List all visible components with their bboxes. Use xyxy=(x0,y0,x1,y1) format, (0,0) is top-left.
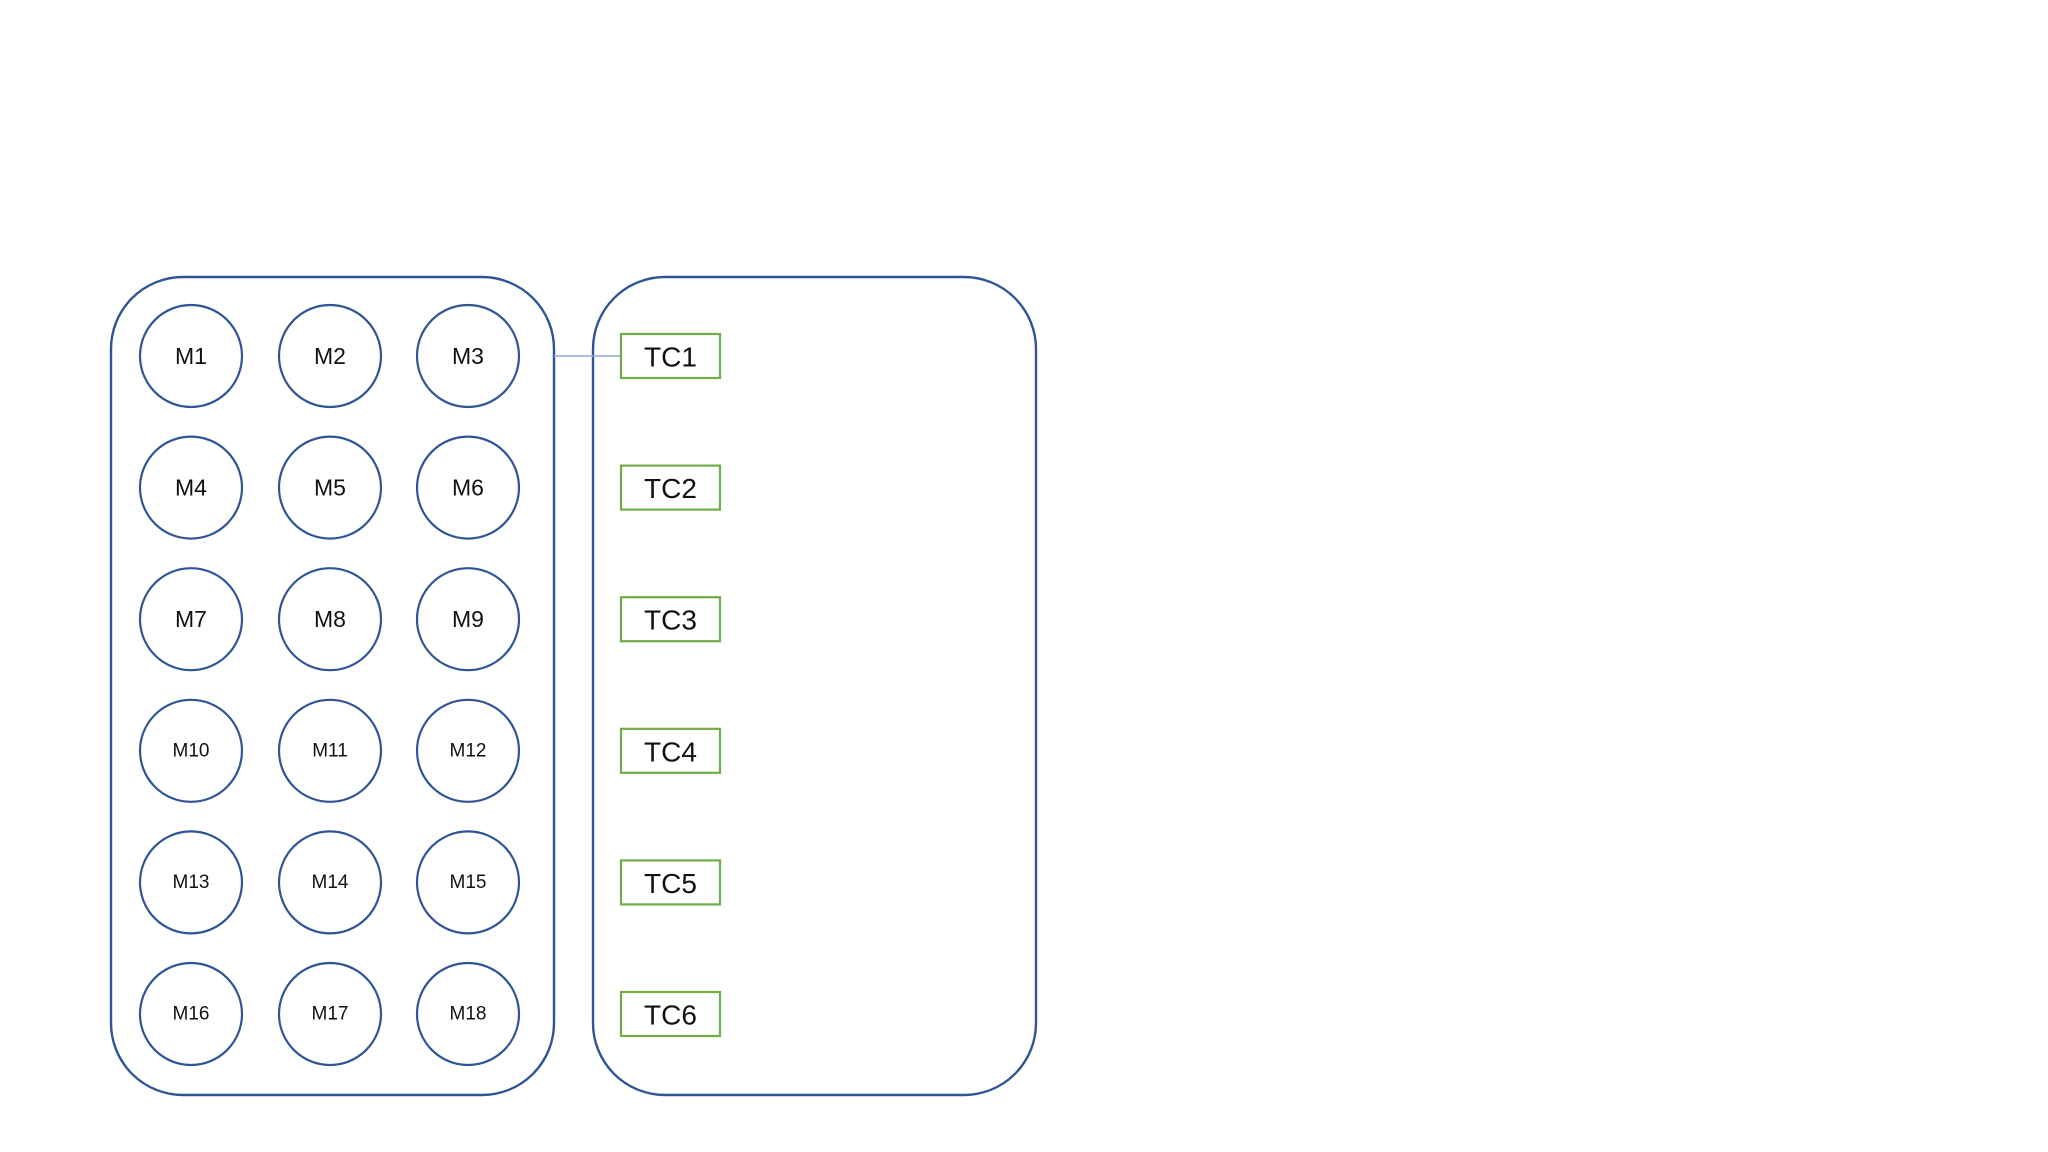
module-label: M16 xyxy=(173,1004,210,1025)
tc-label: TC3 xyxy=(644,605,697,636)
module-label: M1 xyxy=(175,343,207,369)
tc-node: TC4 xyxy=(619,727,722,774)
module-label: M10 xyxy=(173,740,210,761)
module-node: M3 xyxy=(415,303,521,409)
module-circle xyxy=(415,435,521,540)
module-node: M16 xyxy=(138,961,244,1067)
module-node: M7 xyxy=(138,567,244,672)
module-label: M14 xyxy=(312,872,349,893)
module-node: M13 xyxy=(138,830,244,935)
right-panel xyxy=(591,275,1038,1097)
module-circle xyxy=(138,303,244,409)
module-circle xyxy=(138,830,244,935)
module-circle xyxy=(415,698,521,803)
left-panel xyxy=(109,275,556,1097)
module-node: M6 xyxy=(415,435,521,540)
module-label: M6 xyxy=(452,475,484,501)
module-node: M1 xyxy=(138,303,244,409)
tc-label: TC2 xyxy=(644,473,697,504)
module-label: M8 xyxy=(314,606,346,632)
tc-node: TC6 xyxy=(619,990,722,1038)
module-node: M14 xyxy=(277,830,383,935)
module-circle xyxy=(277,303,383,409)
module-circle xyxy=(415,830,521,935)
module-circle xyxy=(277,435,383,540)
tc-node: TC1 xyxy=(619,332,722,380)
module-label: M12 xyxy=(450,740,487,761)
module-circle xyxy=(277,961,383,1067)
module-circle xyxy=(277,830,383,935)
module-node: M5 xyxy=(277,435,383,540)
module-node: M8 xyxy=(277,567,383,672)
tc-box xyxy=(619,596,722,643)
module-label: M2 xyxy=(314,343,346,369)
module-label: M18 xyxy=(450,1004,487,1025)
module-label: M11 xyxy=(312,740,348,761)
module-node: M17 xyxy=(277,961,383,1067)
module-node: M12 xyxy=(415,698,521,803)
module-label: M13 xyxy=(173,872,210,893)
module-node: M4 xyxy=(138,435,244,540)
tc-label: TC6 xyxy=(644,1000,697,1031)
module-node: M18 xyxy=(415,961,521,1067)
module-circle xyxy=(138,567,244,672)
module-circle xyxy=(415,303,521,409)
module-label: M9 xyxy=(452,606,484,632)
module-label: M5 xyxy=(314,475,346,501)
module-label: M15 xyxy=(450,872,487,893)
module-label: M3 xyxy=(452,343,484,369)
module-node: M10 xyxy=(138,698,244,803)
tc-box xyxy=(619,727,722,774)
tc-box xyxy=(619,859,722,906)
module-label: M7 xyxy=(175,606,207,632)
tc-label: TC1 xyxy=(644,342,697,373)
module-label: M4 xyxy=(175,475,207,501)
tc-box xyxy=(619,464,722,511)
tc-node: TC3 xyxy=(619,596,722,643)
module-circle xyxy=(277,698,383,803)
tc-node: TC2 xyxy=(619,464,722,511)
tc-box xyxy=(619,332,722,380)
module-node: M9 xyxy=(415,567,521,672)
module-circle xyxy=(277,567,383,672)
module-node: M11 xyxy=(277,698,383,803)
module-circle xyxy=(415,961,521,1067)
tc-label: TC5 xyxy=(644,868,697,899)
module-circle xyxy=(138,435,244,540)
module-circle xyxy=(138,961,244,1067)
module-node: M15 xyxy=(415,830,521,935)
module-circle xyxy=(415,567,521,672)
tc-node: TC5 xyxy=(619,859,722,906)
module-circle xyxy=(138,698,244,803)
module-label: M17 xyxy=(312,1004,349,1025)
module-node: M2 xyxy=(277,303,383,409)
tc-label: TC4 xyxy=(644,736,697,767)
tc-box xyxy=(619,990,722,1038)
